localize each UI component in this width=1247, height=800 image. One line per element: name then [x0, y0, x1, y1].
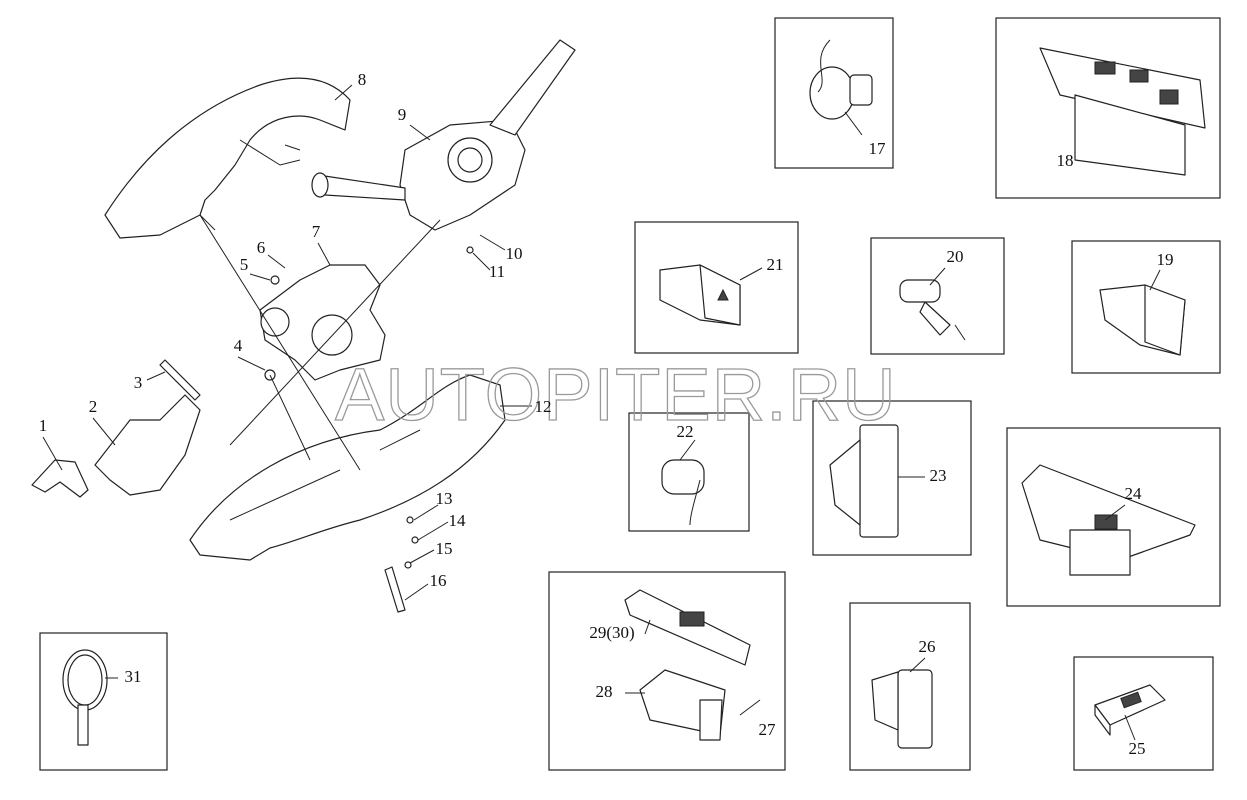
label-23: 23	[930, 466, 947, 485]
label-11: 11	[489, 262, 505, 281]
box-20	[870, 237, 1005, 355]
box-21	[634, 221, 799, 354]
label-10: 10	[506, 244, 523, 263]
bolt-3	[159, 359, 201, 401]
label-6: 6	[257, 238, 266, 257]
label-3: 3	[134, 373, 143, 392]
wiper-stalk	[489, 39, 576, 136]
label-29-30: 29(30)	[589, 623, 634, 642]
watermark: AUTOPITER.RU	[335, 353, 897, 436]
bolt-16	[384, 566, 406, 613]
label-19: 19	[1157, 250, 1174, 269]
screw-15	[404, 561, 412, 569]
label-1: 1	[39, 416, 48, 435]
lock-ring	[260, 307, 290, 337]
washer-5	[270, 275, 280, 285]
steering-column-assembly	[31, 39, 576, 613]
leader-lines	[42, 84, 532, 601]
washer-13	[406, 516, 414, 524]
label-15: 15	[436, 539, 453, 558]
box-28-29	[548, 571, 786, 771]
washer-11	[466, 246, 474, 254]
switch-hole	[457, 147, 483, 173]
label-27: 27	[759, 720, 777, 739]
label-22: 22	[677, 422, 694, 441]
label-2: 2	[89, 397, 98, 416]
label-20: 20	[947, 247, 964, 266]
label-13: 13	[436, 489, 453, 508]
box-22	[628, 412, 750, 532]
label-24: 24	[1125, 484, 1143, 503]
label-14: 14	[449, 511, 467, 530]
label-8: 8	[358, 70, 367, 89]
label-16: 16	[430, 571, 447, 590]
label-5: 5	[240, 255, 249, 274]
label-12: 12	[535, 397, 552, 416]
box-19	[1071, 240, 1221, 374]
label-25: 25	[1129, 739, 1146, 758]
box-24	[1006, 427, 1221, 607]
label-17: 17	[869, 139, 887, 158]
label-26: 26	[919, 637, 936, 656]
stalk-end	[311, 172, 329, 198]
bracket-1	[31, 459, 89, 498]
lower-column-cover	[189, 374, 506, 561]
box-31	[39, 632, 168, 771]
label-31: 31	[125, 667, 142, 686]
label-4: 4	[234, 336, 243, 355]
screw-14	[411, 536, 419, 544]
label-21: 21	[767, 255, 784, 274]
light-stalk	[317, 174, 406, 201]
label-9: 9	[398, 105, 407, 124]
box-18	[995, 17, 1221, 199]
part-labels: 1 2 3 4 5 6 7 8 9 10 11 12 13 14 15 16 1…	[39, 70, 1174, 758]
label-18: 18	[1057, 151, 1074, 170]
label-28: 28	[596, 682, 613, 701]
box-25	[1073, 656, 1214, 771]
bracket-2	[94, 394, 201, 496]
label-7: 7	[312, 222, 321, 241]
box-23	[812, 400, 972, 556]
upper-column-cover	[104, 77, 351, 239]
box-17	[774, 17, 894, 169]
box-26	[849, 602, 971, 771]
